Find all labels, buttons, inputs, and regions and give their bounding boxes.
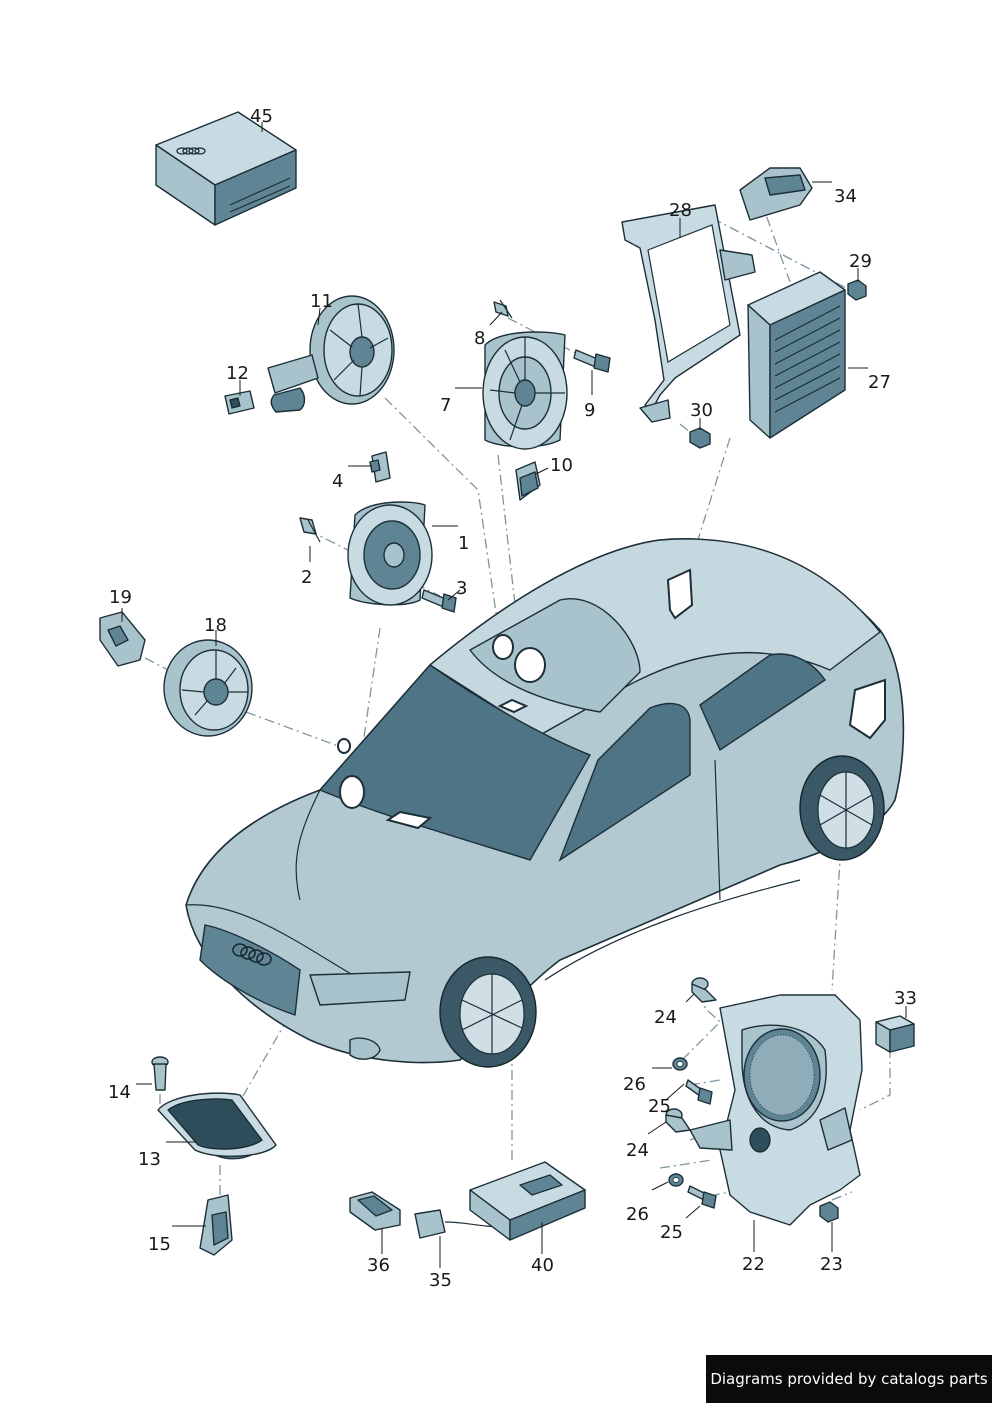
part-11-speaker <box>267 295 395 413</box>
label-19: 19 <box>109 587 132 608</box>
part-27-amplifier <box>747 271 846 439</box>
label-36: 36 <box>367 1255 390 1276</box>
marker-ellipse-a-pillar <box>337 738 351 754</box>
label-30: 30 <box>690 400 713 421</box>
label-24-lower: 24 <box>626 1140 649 1161</box>
part-25-bolt-lower <box>687 1185 717 1209</box>
part-23-nut <box>819 1201 839 1223</box>
label-1: 1 <box>458 533 469 554</box>
label-8: 8 <box>474 328 485 349</box>
label-40: 40 <box>531 1255 554 1276</box>
label-11: 11 <box>310 291 333 312</box>
part-24-spacer-upper <box>691 977 717 1003</box>
part-34-cover <box>739 167 813 221</box>
label-25-lower: 25 <box>660 1222 683 1243</box>
footer-banner: Diagrams provided by catalogs parts <box>706 1355 992 1403</box>
label-29: 29 <box>849 251 872 272</box>
label-10: 10 <box>550 455 573 476</box>
label-4: 4 <box>332 471 343 492</box>
rear-side-window <box>699 653 826 752</box>
part-1-speaker <box>347 501 433 606</box>
part-33-connector <box>875 1015 915 1053</box>
part-35-cable-plug <box>414 1209 506 1239</box>
label-26-upper: 26 <box>623 1074 646 1095</box>
part-40-control-module <box>469 1161 586 1241</box>
part-24-spacer-lower <box>665 1108 691 1133</box>
four-rings-logo-small <box>176 147 206 155</box>
label-14: 14 <box>108 1082 131 1103</box>
label-23: 23 <box>820 1254 843 1275</box>
label-45: 45 <box>250 106 273 127</box>
part-7-speaker <box>482 331 568 450</box>
part-13-speaker-oval <box>157 1092 277 1160</box>
marker-ellipse-roof-small <box>492 634 514 660</box>
label-24-upper: 24 <box>654 1007 677 1028</box>
part-2-screw <box>299 517 321 543</box>
label-2: 2 <box>301 567 312 588</box>
part-26-washer-lower <box>668 1173 684 1187</box>
part-8-screw <box>493 299 513 319</box>
label-22: 22 <box>742 1254 765 1275</box>
label-3: 3 <box>456 578 467 599</box>
marker-ellipse-dash <box>339 775 365 809</box>
fog-light <box>349 1037 381 1060</box>
part-3-bolt <box>421 589 457 613</box>
label-27: 27 <box>868 372 891 393</box>
marker-amp-roof <box>666 568 694 620</box>
sunroof <box>469 598 641 713</box>
label-26-lower: 26 <box>626 1204 649 1225</box>
part-28-bracket <box>621 204 756 423</box>
label-18: 18 <box>204 615 227 636</box>
four-rings-logo <box>232 943 272 966</box>
front-side-window <box>558 702 691 862</box>
headlight <box>309 971 411 1006</box>
marker-ellipse-roof-large <box>514 647 546 683</box>
label-13: 13 <box>138 1149 161 1170</box>
label-28: 28 <box>669 200 692 221</box>
label-35: 35 <box>429 1270 452 1291</box>
part-18-speaker <box>163 639 253 737</box>
part-number-labels: 45 11 12 8 9 7 10 28 34 29 27 30 4 1 2 3… <box>108 106 917 1291</box>
part-10-clip <box>515 461 541 501</box>
label-33: 33 <box>894 988 917 1009</box>
part-9-bolt <box>573 349 611 373</box>
marker-rect-roof <box>497 698 529 714</box>
leader-lines <box>121 122 907 1268</box>
label-25-upper: 25 <box>648 1096 671 1117</box>
part-25-bolt-upper <box>685 1079 713 1105</box>
footer-text: Diagrams provided by catalogs parts <box>710 1370 988 1388</box>
label-7: 7 <box>440 395 451 416</box>
part-29-nut <box>847 279 867 301</box>
marker-subwoofer-rear <box>848 678 886 740</box>
part-45-control-unit <box>155 111 297 226</box>
car-illustration <box>185 538 905 1068</box>
label-15: 15 <box>148 1234 171 1255</box>
marker-rect-dash <box>385 810 433 830</box>
part-4-clip <box>369 451 391 483</box>
front-grille <box>199 924 301 1016</box>
part-22-subwoofer-housing <box>689 994 863 1226</box>
part-12-connector <box>224 390 255 415</box>
part-26-washer-upper <box>672 1057 688 1071</box>
part-15-bracket <box>199 1194 233 1256</box>
part-14-screw <box>151 1056 169 1091</box>
label-9: 9 <box>584 400 595 421</box>
windscreen <box>318 664 592 861</box>
label-12: 12 <box>226 363 249 384</box>
label-34: 34 <box>834 186 857 207</box>
part-36-connector <box>349 1191 401 1231</box>
part-30-nut <box>689 427 711 449</box>
